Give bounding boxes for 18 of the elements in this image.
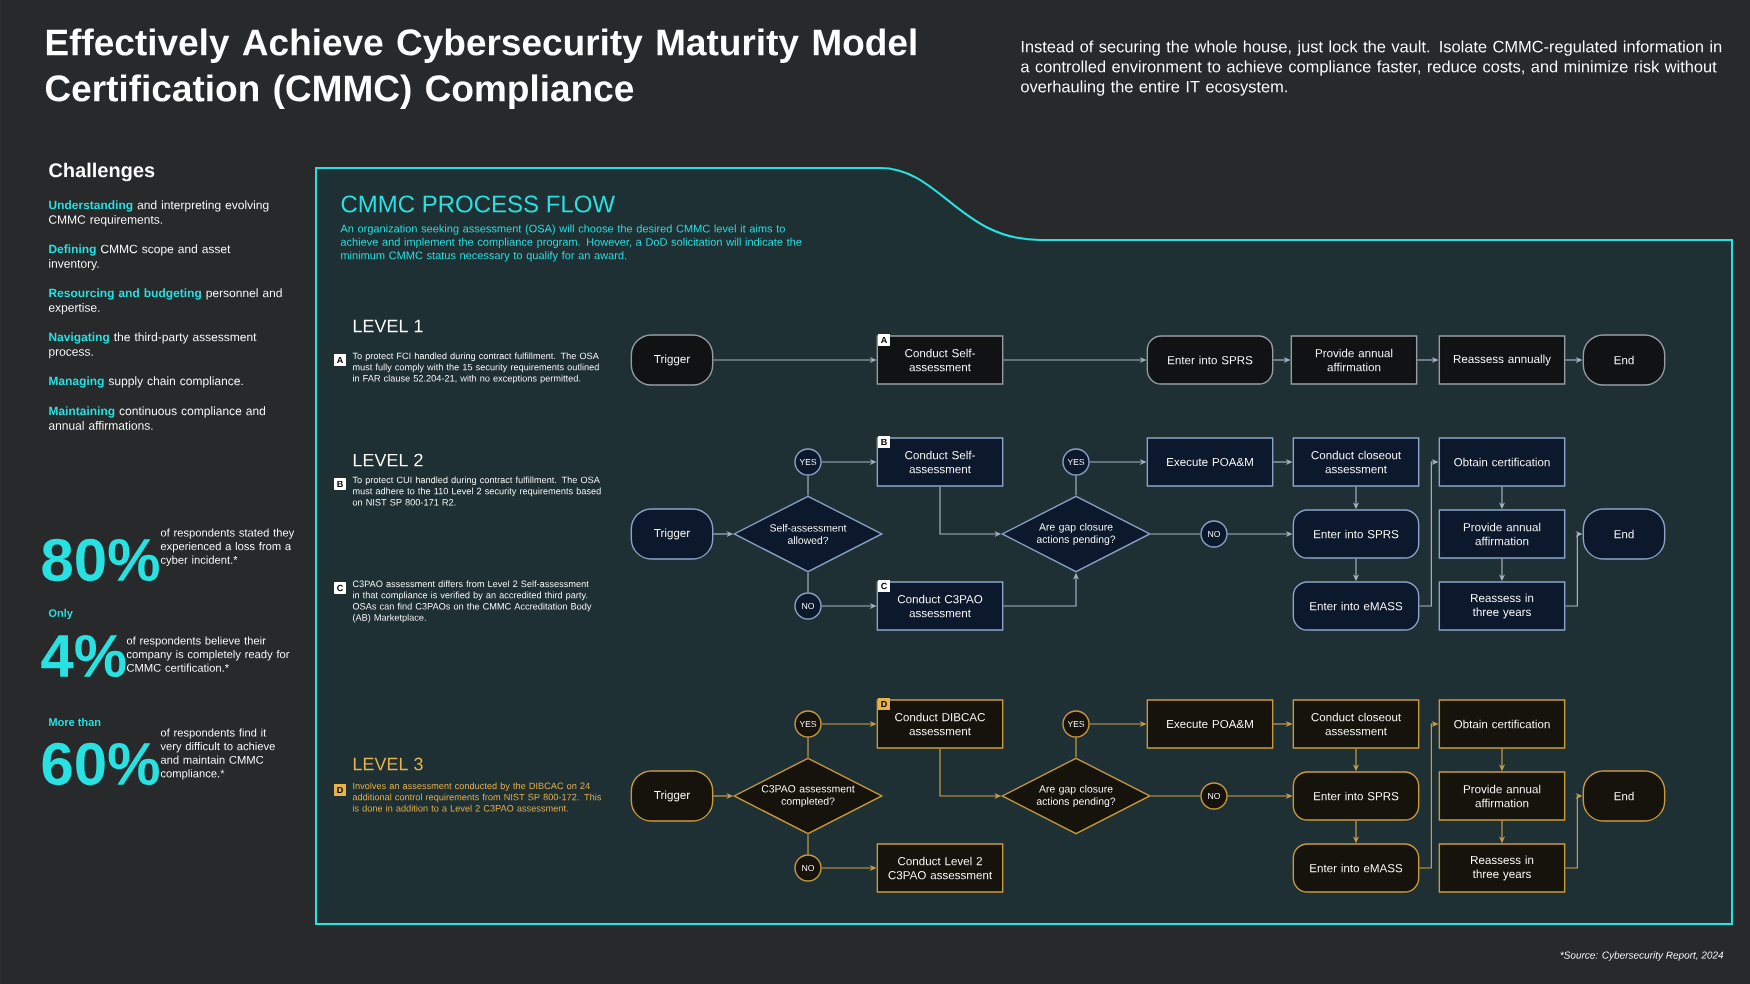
connector-line <box>807 834 809 855</box>
stat-number: 4% <box>41 634 126 678</box>
connector-line <box>1075 475 1077 496</box>
connector-line <box>1150 533 1201 535</box>
connector-line <box>807 737 809 758</box>
title: Effectively Achieve Cybersecurity Maturity Model Certification (CMMC) Compliance <box>45 28 916 109</box>
level-heading: LEVEL 3 <box>353 757 423 771</box>
connector-line <box>807 475 809 496</box>
section-heading: Challenges <box>49 162 155 182</box>
stat-number: 80% <box>42 538 159 582</box>
level-heading: LEVEL 2 <box>353 453 423 467</box>
intro-paragraph: Instead of securing the whole house, just lock the vault. Isolate CMMC-regulated information in a controlled environment to achieve compliance faster, reduce costs, and minimize risk without overhauling the entire IT ecosystem. <box>1021 40 1722 96</box>
connector-line <box>1150 795 1201 797</box>
level-heading: LEVEL 1 <box>353 319 423 333</box>
connector-line <box>807 572 809 593</box>
panel-heading: CMMC PROCESS FLOW <box>341 195 615 213</box>
connector-line <box>1075 737 1077 758</box>
stat-number: 60% <box>42 742 159 786</box>
